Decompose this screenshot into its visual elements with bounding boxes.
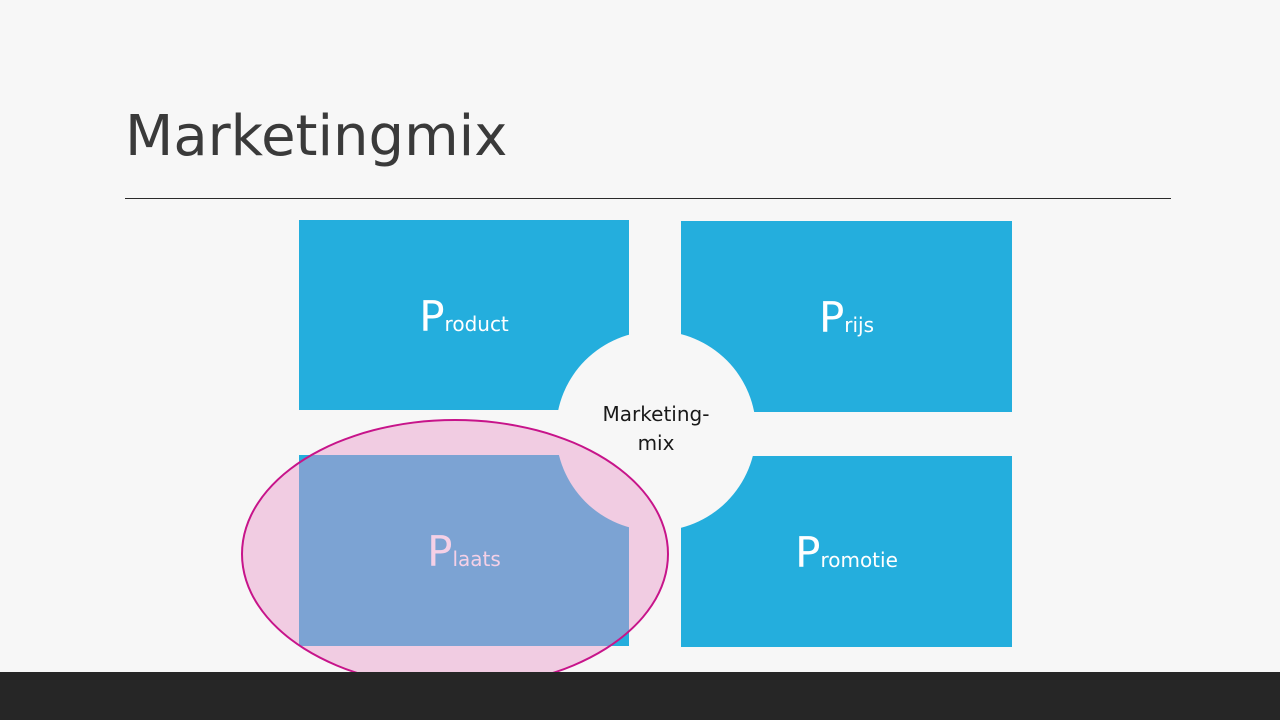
title-divider <box>125 198 1171 199</box>
quadrant-product: Product <box>299 220 629 410</box>
quadrant-promotie-rest: romotie <box>820 548 898 572</box>
quadrant-product-label: Product <box>299 292 629 341</box>
quadrant-promotie-label: Promotie <box>681 528 1012 577</box>
center-label-line1: Marketing- <box>602 402 710 426</box>
bottom-bar <box>0 672 1280 720</box>
highlight-ellipse <box>241 419 669 689</box>
center-label: Marketing- mix <box>556 400 756 458</box>
quadrant-prijs-initial: P <box>818 293 845 342</box>
quadrant-product-rest: roduct <box>444 312 509 336</box>
center-label-line2: mix <box>637 431 675 455</box>
quadrant-prijs-rest: rijs <box>844 313 875 337</box>
quadrant-product-initial: P <box>419 292 445 341</box>
quadrant-prijs-label: Prijs <box>681 293 1012 342</box>
slide-title: Marketingmix <box>125 104 508 169</box>
quadrant-promotie-initial: P <box>795 528 821 577</box>
